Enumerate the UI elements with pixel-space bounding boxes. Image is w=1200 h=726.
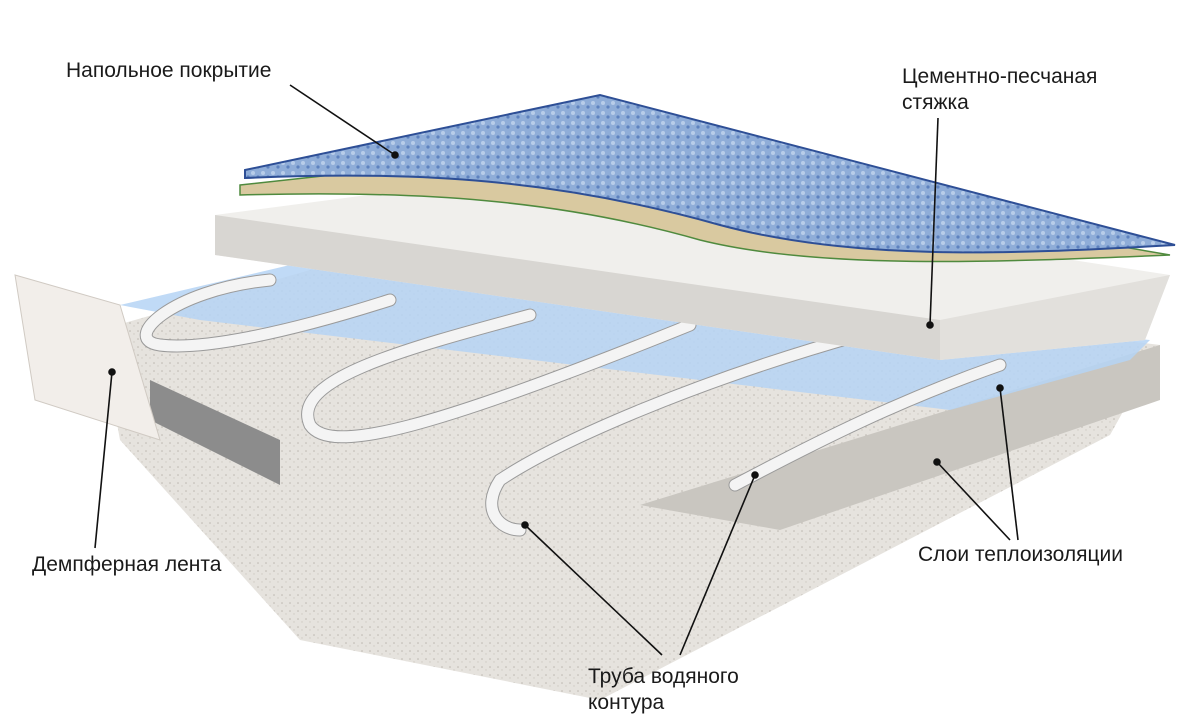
heating-pipe (139, 273, 1007, 537)
label-insulation: Слои теплоизоляции (918, 543, 1123, 566)
screed-layer (215, 175, 1170, 360)
label-pipe-line1: Труба водяного (588, 665, 739, 688)
label-screed-line1: Цементно-песчаная (902, 65, 1098, 88)
leader-lines (94, 84, 1019, 656)
label-pipe: Труба водяного контура (588, 664, 739, 716)
damper-tape (14, 274, 161, 441)
floor-covering-layer (244, 93, 1176, 254)
label-floor-covering: Напольное покрытие (66, 59, 272, 82)
label-pipe-line2: контура (588, 691, 665, 714)
label-screed: Цементно-песчаная стяжка (902, 64, 1097, 116)
label-damper-tape: Демпферная лента (32, 553, 222, 576)
label-screed-line2: стяжка (902, 91, 969, 114)
